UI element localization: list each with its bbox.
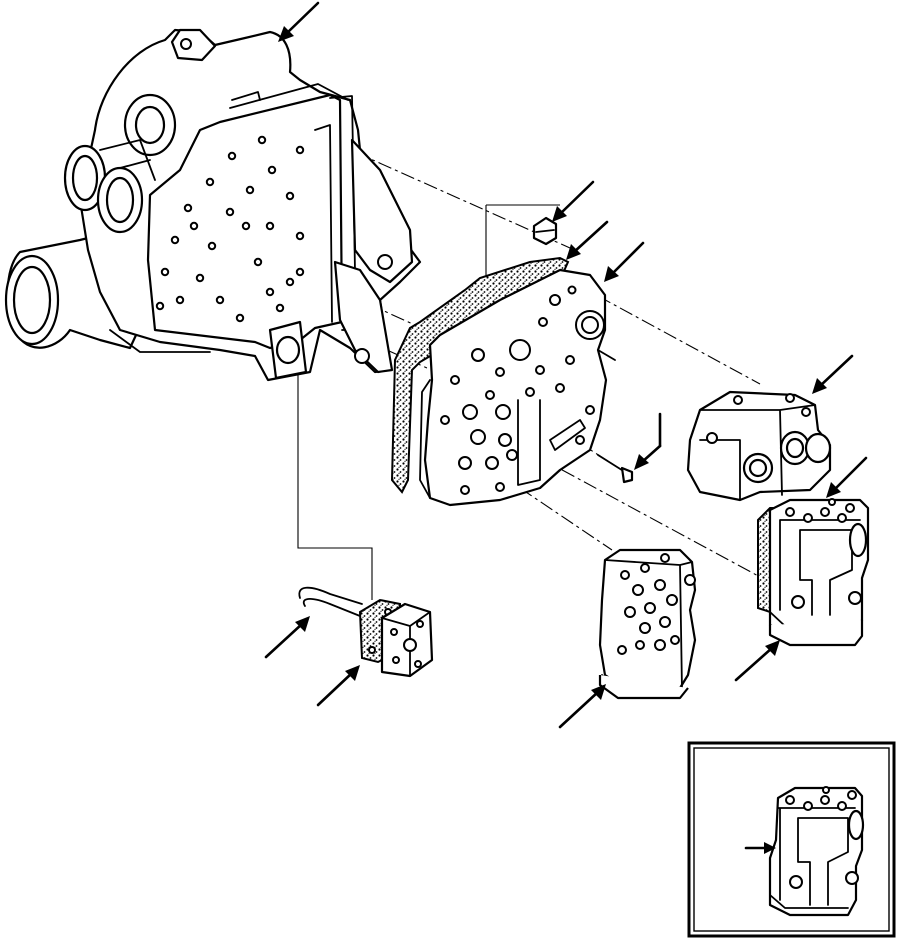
callout-arrow-plug <box>552 180 595 222</box>
separator-plate <box>419 268 616 507</box>
callout-arrow-gasket <box>566 220 609 260</box>
callout-arrow-cover-plate <box>316 665 360 707</box>
detail-valve-block <box>768 786 865 917</box>
callout-arrow-screw <box>634 412 662 470</box>
callout-arrow-valve-lower-right <box>826 456 868 498</box>
callout-arrows <box>264 1 868 729</box>
callout-arrow-valve-lower-right-2 <box>734 640 780 682</box>
callout-arrow-housing <box>278 1 320 42</box>
detail-callout-arrow <box>744 842 776 854</box>
callout-arrow-hose <box>264 616 310 659</box>
plug <box>532 216 558 246</box>
screw <box>597 454 634 484</box>
cover-plate <box>380 602 434 678</box>
detail-inset <box>687 741 896 938</box>
transmission-housing <box>4 28 422 382</box>
callout-arrow-valve-center <box>558 684 606 729</box>
valve-body-right <box>686 390 832 502</box>
valve-body-lower-right <box>757 498 870 647</box>
callout-arrow-separator-plate <box>604 241 645 282</box>
housing-face-holes <box>155 135 305 323</box>
valve-body-center <box>598 548 697 700</box>
callout-arrow-valve-right <box>812 354 854 394</box>
